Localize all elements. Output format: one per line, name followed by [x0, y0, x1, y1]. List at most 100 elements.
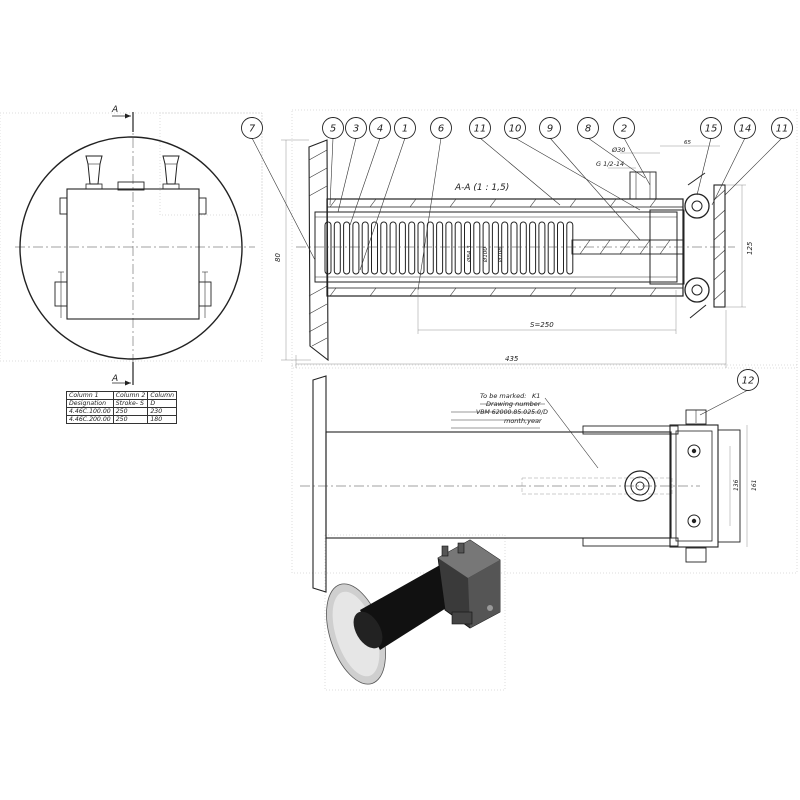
eye-top: [684, 193, 710, 219]
spring-coil: [426, 221, 434, 275]
dim-435: 435: [505, 355, 519, 363]
dim-stroke: S=250: [530, 321, 554, 329]
spring-coil: [324, 221, 332, 275]
buffer-plate-section: [308, 139, 329, 362]
fitting-left: [85, 155, 103, 190]
dim-dia2: Ø100: [482, 247, 489, 263]
spring-coil: [538, 221, 546, 275]
balloon-label: 4: [377, 124, 383, 135]
balloon-circle: [469, 117, 491, 139]
table-cell: 4.46C.100.00: [66, 407, 114, 416]
spring-coil: [519, 221, 527, 275]
balloon-leader: [251, 137, 316, 261]
balloon-label: 1: [402, 124, 408, 135]
buffer-plate-outline: [19, 136, 243, 360]
table-header-row: Column 1 Column 2 Column: [66, 391, 178, 400]
spring-coil: [529, 221, 537, 275]
balloon-leader: [349, 137, 381, 226]
balloon-label: 8: [585, 124, 591, 135]
pin-left: [54, 271, 68, 318]
balloon-circle: [700, 117, 722, 139]
dim-65: 65: [684, 140, 691, 146]
table-cell: 250: [112, 415, 149, 424]
spec-table: Column 1 Column 2 Column Designation Str…: [66, 391, 178, 424]
spring-coil: [417, 221, 425, 275]
balloon-circle: [369, 117, 391, 139]
table-row: 4.46C.100.00 250 230: [66, 407, 178, 416]
spring-coil: [408, 221, 416, 275]
marking-line3: month,year: [504, 417, 543, 425]
marking-k1: K1: [532, 392, 540, 400]
plan-view: 136 161 To be marked: K1 Drawing number …: [300, 375, 758, 593]
balloon-label: 3: [353, 124, 359, 135]
dim-80: 80: [274, 253, 282, 262]
balloon-leader: [337, 137, 357, 213]
balloon-label: 12: [742, 376, 755, 387]
table-cell: 230: [147, 407, 178, 416]
spring-coil: [557, 221, 564, 275]
table-header-col2: Column 2: [112, 391, 149, 400]
grease-nipple: [629, 171, 657, 200]
spring-coil: [464, 221, 471, 275]
section-view: A-A (1 : 1,5): [274, 139, 754, 368]
table-subheader-col2: Stroke- S: [112, 399, 149, 408]
balloon-label: 11: [474, 124, 487, 135]
balloon-label: 7: [249, 124, 256, 135]
balloon-leader: [711, 137, 746, 206]
marking-line2: VBM 62000.85.025.0/D: [476, 409, 548, 416]
balloon-circle: [737, 369, 759, 391]
balloon-leader: [359, 137, 406, 271]
fitting-right: [162, 155, 180, 190]
balloon-label: 11: [776, 124, 789, 135]
table-cell: 250: [112, 407, 149, 416]
balloon-leader: [724, 137, 783, 196]
table-header-col3: Column: [147, 391, 178, 400]
spring-coil: [501, 221, 509, 275]
table-cell: 180: [147, 415, 178, 424]
balloon-circle: [504, 117, 526, 139]
isometric-render: [326, 539, 501, 685]
spring-coil: [482, 221, 490, 275]
balloon-label: 9: [547, 124, 553, 135]
cut-marker-top: A: [111, 105, 118, 115]
pin-right: [198, 271, 212, 318]
balloon-circle: [577, 117, 599, 139]
plan-buffer-plate: [312, 375, 327, 593]
plan-bracket: [669, 424, 719, 548]
table-subheader-col3: D: [147, 399, 178, 408]
spring-coil: [361, 221, 369, 275]
dim-dia1: Ø84.3: [466, 245, 473, 263]
balloon-circle: [539, 117, 561, 139]
balloon-circle: [241, 117, 263, 139]
balloon-leader: [699, 389, 749, 416]
spring-coil: [398, 221, 406, 275]
plan-fitting: [624, 470, 656, 502]
balloon-leader: [514, 137, 641, 211]
balloon-circle: [734, 117, 756, 139]
spring-coil: [454, 221, 462, 275]
spring-coil: [510, 221, 518, 275]
balloon-leader: [417, 137, 442, 291]
dim-dia3: Ø108: [497, 247, 504, 263]
balloon-label: 10: [509, 124, 522, 135]
balloon-leader: [329, 137, 334, 206]
spring-coil: [436, 221, 444, 275]
spring-coil: [473, 221, 481, 275]
dim-136: 136: [733, 479, 740, 491]
spring-coil: [352, 221, 360, 275]
balloon-circle: [394, 117, 416, 139]
dim-161: 161: [751, 480, 758, 491]
balloon-label: 15: [705, 124, 718, 135]
table-row: 4.46C.200.00 250 180: [66, 415, 178, 424]
marking-header: To be marked:: [480, 392, 526, 400]
balloon-circle: [771, 117, 793, 139]
balloon-circle: [613, 117, 635, 139]
balloon-leader: [479, 137, 561, 206]
dim-d30: Ø30: [611, 146, 625, 154]
balloon-label: 2: [621, 124, 627, 135]
cut-marker-bottom: A: [111, 374, 118, 384]
spring-coil: [389, 221, 397, 275]
balloon-label: 6: [438, 124, 444, 135]
